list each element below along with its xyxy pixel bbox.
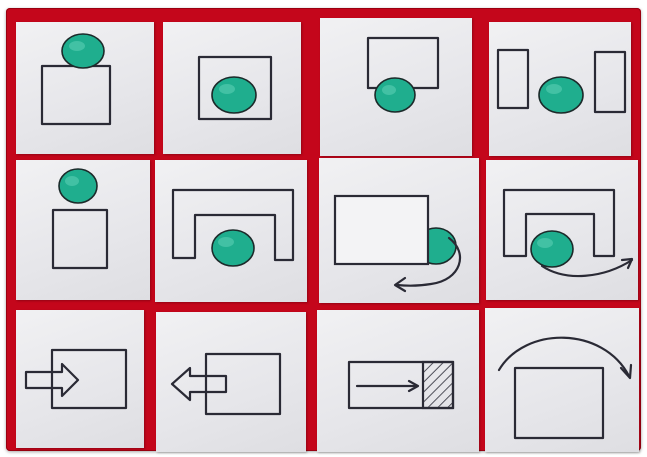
red-board	[6, 8, 641, 451]
arrow-to-hatched-end-icon	[317, 310, 479, 452]
card-ball-behind-box	[319, 158, 479, 303]
ball-on-box-icon	[16, 22, 154, 154]
card-ball-between-boxes	[489, 22, 631, 156]
card-arc-over-box	[485, 308, 639, 452]
arrow-into-box-icon	[16, 310, 144, 448]
card-ball-under-box	[320, 18, 472, 156]
ball-between-boxes-icon	[489, 22, 631, 156]
ball-through-arch-arrow-icon	[486, 160, 638, 300]
card-ball-under-arch	[155, 160, 307, 302]
card-ball-on-box	[16, 22, 154, 154]
card-ball-through-arch	[486, 160, 638, 300]
ball-in-box-icon	[163, 22, 301, 154]
card-ball-on-box-2	[16, 160, 150, 300]
card-arrow-into-box	[16, 310, 144, 448]
card-arrow-to-hatched-end	[317, 310, 479, 452]
ball-under-box-icon	[320, 18, 472, 156]
arc-over-box-icon	[485, 308, 639, 452]
card-arrow-out-of-box	[156, 312, 306, 452]
ball-behind-box-curved-arrow-icon	[319, 158, 479, 303]
ball-on-box-icon	[16, 160, 150, 300]
card-ball-in-box	[163, 22, 301, 154]
ball-under-arch-icon	[155, 160, 307, 302]
arrow-out-of-box-icon	[156, 312, 306, 452]
